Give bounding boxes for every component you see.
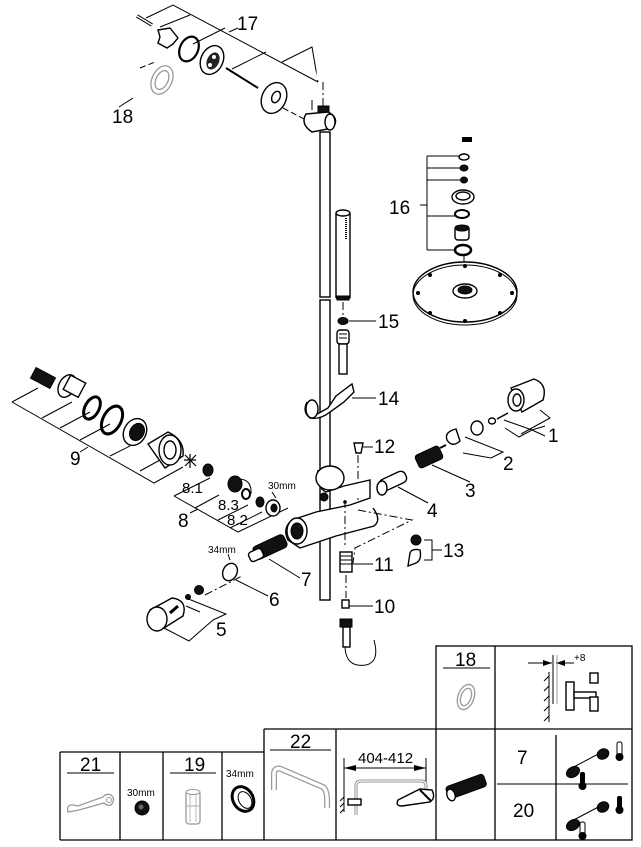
- nut-icon: [134, 800, 150, 816]
- ball-joint-icon: [454, 224, 470, 241]
- cell-cartridge: [445, 773, 487, 802]
- wall-bracket-icon: [199, 44, 225, 76]
- ring-nut-icon: [221, 562, 239, 582]
- cell-22-number: 22: [290, 732, 311, 753]
- dimension-34mm: 34mm: [208, 545, 236, 556]
- thermo-cartridge-icon: [445, 773, 487, 802]
- thermo-cartridge-icon: [414, 444, 447, 469]
- left-handle-group: 7 34mm 6 5: [146, 534, 312, 642]
- rosette-ring-icon: [456, 683, 476, 711]
- temperature-handle-icon: [507, 378, 546, 413]
- cell-19-number: 19: [184, 755, 205, 776]
- cell-34mm-label: 34mm: [226, 769, 254, 780]
- upper-mount-icon: [303, 111, 337, 133]
- callout-8: 8: [178, 511, 189, 532]
- callout-1: 1: [548, 426, 559, 447]
- callout-14: 14: [378, 389, 400, 410]
- thermometer-icon: [565, 741, 624, 790]
- callout-9: 9: [70, 449, 81, 470]
- cell-30mm-label: 30mm: [127, 788, 155, 799]
- cell-21-number: 21: [80, 755, 101, 776]
- non-return-valve-icon: [339, 551, 353, 573]
- wall-cover-icon: [260, 81, 288, 115]
- filter-sleeve-icon: [185, 789, 201, 825]
- rosette-ring-icon: [150, 65, 174, 95]
- cap-12: 12: [353, 437, 395, 500]
- flow-cartridge-icon: [57, 374, 87, 399]
- diverter-cartridge-icon: [247, 534, 288, 563]
- callout-13: 13: [443, 541, 464, 562]
- slider-group: 14: [304, 382, 400, 420]
- thermometer-reverse-icon: [565, 796, 624, 840]
- nut-icon: [265, 499, 281, 517]
- cell-34mm: 34mm: [226, 769, 256, 813]
- callout-17: 17: [237, 14, 258, 35]
- cell-7: 7: [517, 741, 624, 790]
- cell-18-number: 18: [455, 650, 476, 671]
- shower-arm-icon: [271, 765, 331, 809]
- swivel-joint-icon: [451, 189, 475, 205]
- callout-3: 3: [465, 481, 476, 502]
- callout-10: 10: [374, 597, 395, 618]
- cell-7-number: 7: [517, 748, 528, 769]
- callout-8-3: 8.3: [218, 497, 239, 514]
- dimension-30mm: 30mm: [268, 481, 296, 492]
- head-shower-group: 16: [389, 153, 518, 326]
- callout-8-1: 8.1: [182, 480, 203, 497]
- flow-control-group: 9 30mm 8.1 8.3 8.2 8: [11, 366, 296, 533]
- cap-13: 13: [352, 509, 464, 568]
- callout-6: 6: [269, 590, 280, 611]
- arm-length-icon: [339, 779, 435, 815]
- cell-21: 21: [66, 755, 115, 813]
- arm-length-label: 404-412: [358, 750, 413, 767]
- shower-rail-group: [303, 40, 472, 601]
- head-shower-icon: [412, 261, 518, 326]
- wall-offset-icon: [565, 672, 599, 712]
- right-handle-group: 1 2 3 4: [376, 378, 559, 522]
- cell-19: 19: [170, 755, 216, 825]
- cell-18: 18: [443, 650, 490, 711]
- wall-offset-label: +8: [574, 653, 586, 664]
- mixer-body: [285, 465, 379, 549]
- callout-8-2: 8.2: [227, 512, 248, 529]
- screw-icon: [136, 14, 153, 27]
- callout-5: 5: [216, 620, 227, 641]
- o-ring-icon: [178, 35, 200, 63]
- callout-4: 4: [427, 501, 438, 522]
- callout-12: 12: [374, 437, 395, 458]
- callout-18: 18: [112, 107, 133, 128]
- clip-plate-icon: [157, 27, 179, 49]
- callout-7: 7: [301, 570, 312, 591]
- cell-arm-length: 404-412: [339, 750, 435, 815]
- accessory-table: 18 +8: [59, 645, 633, 841]
- hose-connection-group: 11 10: [339, 500, 395, 666]
- cell-20-number: 20: [513, 801, 534, 822]
- callout-11: 11: [374, 555, 394, 576]
- callout-15: 15: [378, 312, 399, 333]
- hand-shower-group: 15: [335, 209, 399, 375]
- cell-20: 20: [513, 796, 624, 840]
- cell-30mm: 30mm: [127, 788, 155, 816]
- wrench-icon: [66, 793, 115, 813]
- ring-nut-icon: [230, 785, 256, 813]
- flow-handle-icon: [146, 431, 184, 469]
- wall-bracket-group: 17 18: [112, 4, 319, 128]
- cell-wall-offset: +8: [528, 653, 599, 722]
- callout-16: 16: [389, 198, 410, 219]
- callout-2: 2: [503, 454, 514, 475]
- diverter-handle-icon: [146, 597, 185, 632]
- cell-22: 22: [270, 732, 331, 809]
